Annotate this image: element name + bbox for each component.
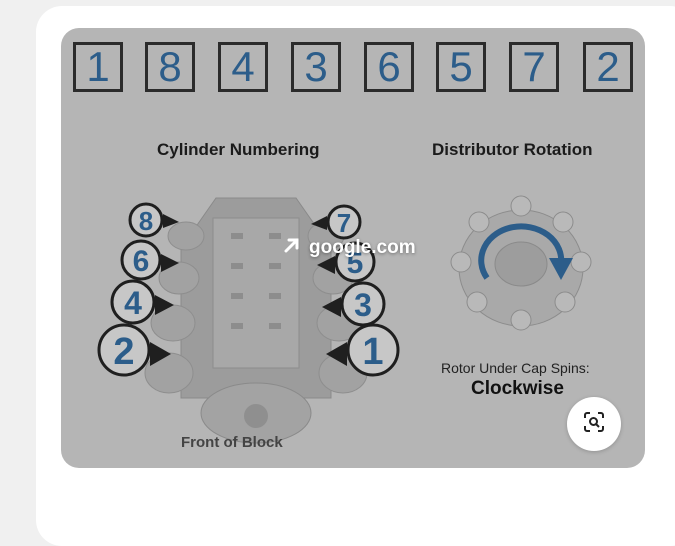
right-bank-numbers: 7 5 3 1 [311, 204, 400, 377]
cylinder-label: 4 [124, 285, 142, 321]
cylinder-label: 7 [337, 208, 351, 238]
source-domain: google.com [309, 237, 416, 258]
cylinder-label: 1 [362, 331, 383, 373]
firing-order-box: 6 [364, 42, 414, 92]
rotation-arrow-head [549, 258, 573, 280]
distributor-rotation-heading: Distributor Rotation [432, 140, 593, 159]
lens-search-button[interactable] [567, 397, 621, 451]
firing-order-box: 8 [145, 42, 195, 92]
image-preview[interactable]: 1 8 4 3 6 5 7 2 Cylinder Numbering Distr… [61, 28, 645, 468]
source-link[interactable]: google.com [281, 234, 416, 262]
firing-order-box: 1 [73, 42, 123, 92]
cylinder-label: 6 [133, 245, 150, 278]
lens-search-icon [581, 409, 607, 440]
engine-block-illustration: 8 6 4 2 7 5 3 1 [97, 197, 400, 444]
rotor-direction: Clockwise [471, 378, 564, 399]
distributor-cap-illustration [450, 195, 592, 331]
cylinder-label: 5 [347, 247, 364, 280]
front-of-block-label: Front of Block [181, 434, 283, 451]
left-bank-numbers: 8 6 4 2 [97, 202, 179, 377]
rotation-arrow [478, 223, 565, 280]
firing-order-box: 5 [436, 42, 486, 92]
cylinder-label: 8 [139, 206, 153, 236]
cylinder-label: 3 [354, 287, 372, 323]
firing-order-box: 7 [509, 42, 559, 92]
firing-order-box: 4 [218, 42, 268, 92]
firing-order-box: 2 [583, 42, 633, 92]
firing-order-box: 3 [291, 42, 341, 92]
rotor-label: Rotor Under Cap Spins: [441, 360, 590, 376]
cylinder-numbering-heading: Cylinder Numbering [157, 140, 320, 159]
cylinder-label: 2 [113, 331, 134, 373]
arrow-up-right-icon [281, 234, 303, 262]
